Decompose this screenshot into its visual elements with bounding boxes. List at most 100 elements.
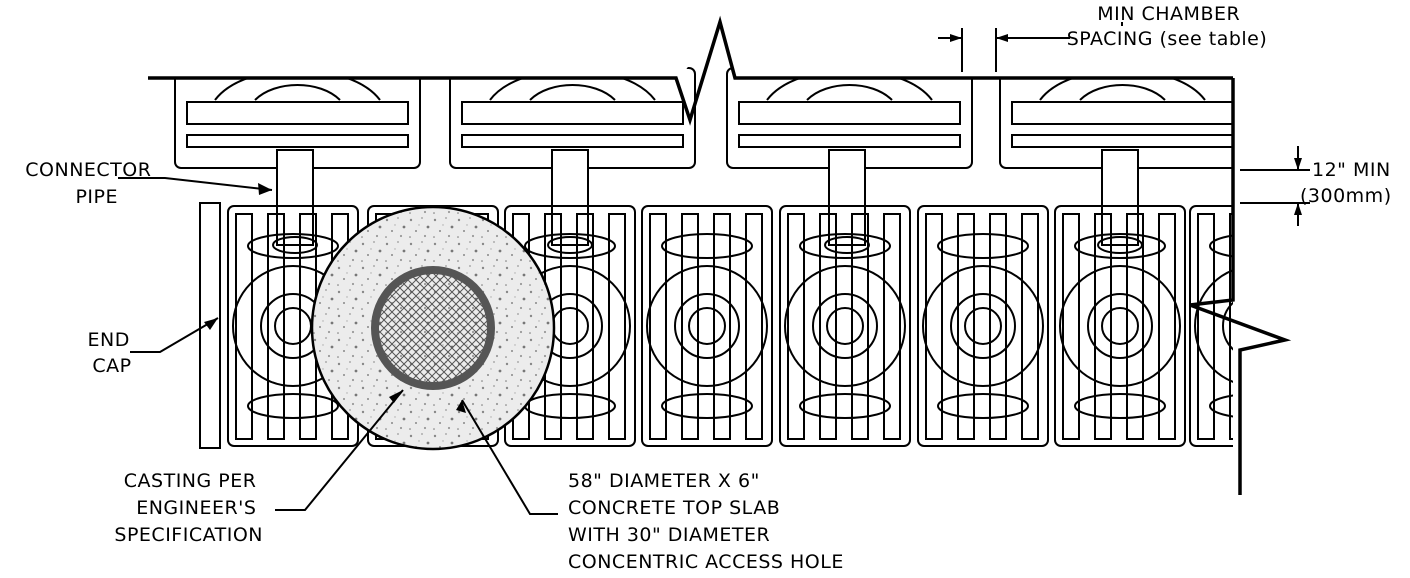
chamber-rib	[1062, 213, 1080, 440]
lower-chamber	[1054, 205, 1186, 447]
connector-pipe-label: CONNECTOR PIPE	[25, 159, 158, 208]
upper-chamber-bar	[1011, 101, 1233, 125]
end-cap	[199, 202, 221, 449]
slab-line-3: WITH 30" DIAMETER	[568, 524, 770, 546]
chamber-end-ellipse	[247, 393, 339, 419]
upper-chamber-arc	[806, 84, 893, 101]
chamber-rib	[1229, 213, 1233, 440]
chamber-rib	[267, 213, 285, 440]
chamber-dome	[688, 307, 726, 345]
chamber-end-ellipse	[661, 233, 753, 259]
chamber-end-ellipse	[1209, 393, 1233, 419]
casting-line-1: CASTING PER	[124, 470, 257, 492]
clearance-line-1: 12" MIN	[1312, 159, 1391, 181]
lower-chamber	[779, 205, 911, 447]
chamber-end-ellipse	[661, 393, 753, 419]
casting-line-3: SPECIFICATION	[114, 524, 263, 546]
chamber-rib	[576, 213, 594, 440]
clearance-line-2: (300mm)	[1300, 185, 1392, 207]
upper-chamber-bar	[461, 101, 684, 125]
chamber-dome	[784, 265, 906, 387]
chamber-rib	[957, 213, 975, 440]
upper-chamber-bar	[186, 134, 409, 148]
chamber-rib	[713, 213, 731, 440]
upper-chamber-bar	[1011, 134, 1233, 148]
chamber-rib	[851, 213, 869, 440]
connector-pipe	[276, 149, 314, 246]
chamber-end-ellipse	[799, 393, 891, 419]
chamber-rib	[1126, 213, 1144, 440]
chamber-dome	[922, 265, 1044, 387]
chamber-rib	[1294, 214, 1310, 439]
spacing-line-1: MIN CHAMBER	[1097, 3, 1240, 25]
right-break-line	[1189, 78, 1292, 495]
chamber-rib	[1094, 213, 1112, 440]
end-cap-line-1: END	[88, 329, 130, 351]
chamber-rib	[649, 213, 667, 440]
casting-line-2: ENGINEER'S	[136, 497, 256, 519]
chamber-rib	[681, 213, 699, 440]
chamber-rib	[745, 213, 763, 440]
chamber-dome	[551, 307, 589, 345]
chamber-rib	[819, 213, 837, 440]
chamber-rib	[235, 213, 253, 440]
chamber-dome	[1194, 265, 1233, 387]
chamber-end-ellipse	[937, 233, 1029, 259]
connector-pipe	[828, 149, 866, 246]
chamber-end-ellipse	[1074, 233, 1166, 259]
chamber-dome	[826, 307, 864, 345]
leader-lines	[118, 22, 1123, 515]
chamber-rib	[787, 213, 805, 440]
chamber-rib	[1262, 214, 1278, 439]
end-cap-label: END CAP	[88, 329, 137, 377]
chamber-end-ellipse	[1209, 233, 1233, 259]
upper-chamber-bar	[186, 101, 409, 125]
chamber-dome	[964, 307, 1002, 345]
chamber-end-ellipse	[247, 233, 339, 259]
chamber-dome	[274, 307, 312, 345]
chamber-end-ellipse	[799, 233, 891, 259]
spacing-dimension	[938, 28, 1070, 72]
chamber-dome	[1087, 293, 1153, 359]
chamber-end-ellipse	[1074, 393, 1166, 419]
chamber-dome	[1222, 293, 1233, 359]
chamber-dome	[950, 293, 1016, 359]
upper-chamber-arc	[254, 84, 341, 101]
chamber-rib	[1021, 213, 1039, 440]
lower-chamber	[641, 205, 773, 447]
chamber-rib	[883, 213, 901, 440]
chamber-rib	[1158, 213, 1176, 440]
upper-chamber-arc	[529, 84, 616, 101]
connector-pipe	[1101, 149, 1139, 246]
connector-pipe	[551, 149, 589, 246]
chamber-rib	[925, 213, 943, 440]
chamber-end-ellipse	[524, 233, 616, 259]
chamber-dome	[1059, 265, 1181, 387]
chamber-end-ellipse	[937, 393, 1029, 419]
chamber-dome	[646, 265, 768, 387]
spacing-label: MIN CHAMBER SPACING (see table)	[1067, 3, 1268, 50]
casting-label: CASTING PER ENGINEER'S SPECIFICATION	[114, 470, 263, 546]
slab-line-4: CONCENTRIC ACCESS HOLE	[568, 551, 844, 573]
concrete-top-slab	[310, 205, 556, 451]
arrowheads	[204, 183, 466, 413]
chamber-dome	[812, 293, 878, 359]
upper-chamber-arc	[1079, 84, 1166, 101]
top-break-line	[148, 15, 1233, 126]
chamber-rib	[608, 213, 626, 440]
connector-pipe-line-2: PIPE	[75, 186, 118, 208]
slab-label: 58" DIAMETER X 6" CONCRETE TOP SLAB WITH…	[568, 470, 844, 573]
slab-line-2: CONCRETE TOP SLAB	[568, 497, 780, 519]
upper-chamber-bar	[738, 101, 961, 125]
chamber-dome	[674, 293, 740, 359]
chamber-rib	[1197, 213, 1215, 440]
spacing-line-2: SPACING (see table)	[1067, 28, 1268, 50]
upper-chamber-bar	[738, 134, 961, 148]
chamber-dome	[1101, 307, 1139, 345]
connector-pipe-line-1: CONNECTOR	[25, 159, 151, 181]
clearance-dimension	[1240, 146, 1310, 226]
chamber-rib	[989, 213, 1007, 440]
casting-hatch	[371, 266, 495, 390]
end-cap-line-2: CAP	[92, 355, 131, 377]
